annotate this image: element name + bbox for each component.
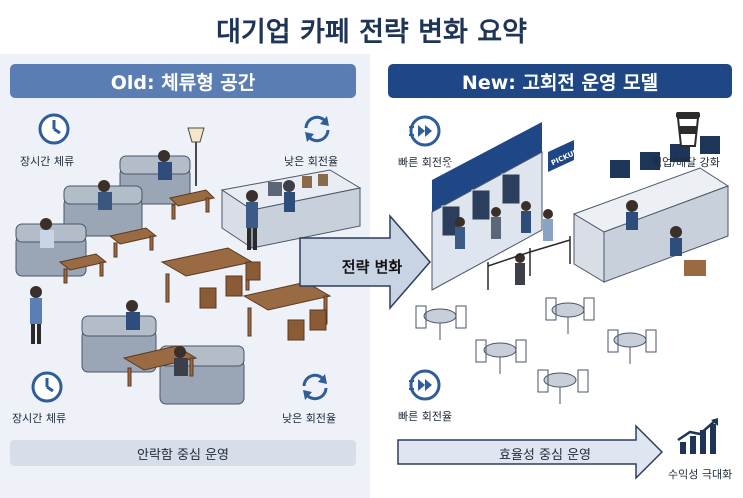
page-title: 대기업 카페 전략 변화 요약 [216,17,527,48]
low-turnover-label-bottom: 낮은 회전율 [282,412,337,425]
fast-forward-icon [409,369,441,401]
coffee-cup-icon [676,112,700,147]
old-footer-label: 안락함 중심 운영 [10,440,356,466]
fast-turnover-label-bottom: 빠른 회전율 [398,410,453,423]
old-model-header: Old: 체류형 공간 [10,64,356,98]
pickup-counter-illustration [572,136,730,283]
customers-illustration [30,150,258,376]
refresh-icon [302,373,328,401]
pickup-delivery-label: 픽업/배달 강화 [652,156,720,169]
new-model-header: New: 고회전 운영 모델 [388,64,732,98]
long-stay-label-bottom: 장시간 체류 [12,412,67,425]
old-counter-illustration [220,169,362,249]
refresh-icon [304,115,330,143]
growth-chart-icon [677,418,718,454]
long-stay-label-top: 장시간 체류 [20,155,75,168]
wood-table-illustration [58,189,332,387]
efficiency-arrow [397,424,664,480]
fast-forward-icon [409,115,441,147]
new-footer-label: 효율성 중심 운영 [499,447,591,463]
clock-icon [38,113,70,145]
profit-max-label: 수익성 극대화 [668,468,733,481]
round-tables-illustration [423,302,647,404]
transition-label: 전략 변화 [341,258,403,276]
clock-icon [31,371,63,403]
pickup-zone-illustration [431,122,574,291]
low-turnover-label-top: 낮은 회전율 [284,155,339,168]
fast-turnover-label-top: 빠른 회전율 [398,156,453,169]
transition-arrow [299,213,431,311]
